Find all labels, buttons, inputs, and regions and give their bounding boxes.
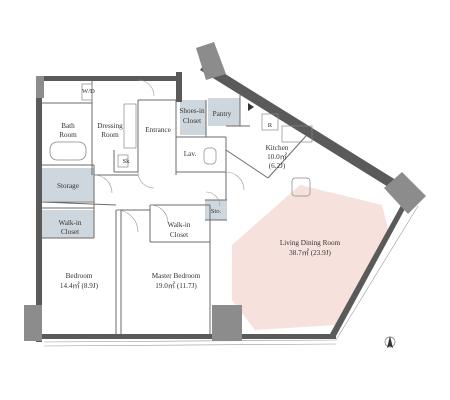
room-labels: W/D Bath Room Dressing Room Entrance Sho… [57,88,341,290]
vanity-icon [123,103,137,149]
walkin2-label-2: Closet [170,231,188,239]
column-tl [36,76,44,98]
kitchen-counter-icon [281,125,313,143]
column-right [384,172,426,214]
north-arrow-icon [384,336,396,348]
room-fills [42,98,390,330]
living-label-1: Living Dining Room [280,239,341,247]
fixtures [49,79,313,233]
interior-walls [41,80,307,334]
bedroom-label-2: 14.4㎡ (8.9J) [60,282,99,290]
storage-label: Storage [57,182,79,190]
shoes-label-2: Closet [183,117,201,125]
column-bm [212,305,242,341]
living-fill [232,185,390,330]
dressing-label-1: Dressing [97,122,123,130]
master-label-2: 19.0㎡ (11.7J) [155,282,197,290]
pantry-fill [208,98,240,126]
columns [24,42,426,341]
entrance-label: Entrance [145,126,171,134]
dressing-label-2: Room [101,131,119,139]
wd-label: W/D [82,88,95,95]
r-label: R [268,122,273,129]
walkin2-fill [150,207,210,240]
walkin1-label-2: Closet [61,228,79,236]
shoes-fill [180,100,206,135]
kitchen-label-2: 10.0㎡ [267,153,287,161]
column-bl [24,305,42,341]
lav-label: Lav. [184,150,197,158]
column-top [196,42,226,80]
refrigerator-icon [261,113,279,131]
bedroom-label-1: Bedroom [66,272,93,280]
walkin1-fill [42,210,94,238]
kitchen-sink-icon [291,177,311,197]
shoes-label-1: Shoes-in [179,107,205,115]
sk-label: Sk [123,158,131,165]
bath-label-1: Bath [61,122,75,130]
entrance-arrow-icon [248,103,254,111]
storage-fill [42,168,94,201]
living-label-2: 38.7㎡ (23.9J) [289,249,331,257]
sto-label: Sto. [211,208,222,215]
master-label-1: Master Bedroom [152,272,201,280]
bath-label-2: Room [59,131,77,139]
bathtub-icon [49,141,87,161]
outer-walls [36,62,419,347]
kitchen-label-1: Kitchen [266,144,289,152]
washer-icon [81,83,93,101]
walkin1-label-1: Walk-in [59,219,82,227]
toilet-icon [203,147,217,165]
kitchen-label-3: (6.2J) [269,162,286,170]
sink-icon [117,154,129,168]
walkin2-label-1: Walk-in [168,221,191,229]
pantry-label: Pantry [213,110,232,118]
